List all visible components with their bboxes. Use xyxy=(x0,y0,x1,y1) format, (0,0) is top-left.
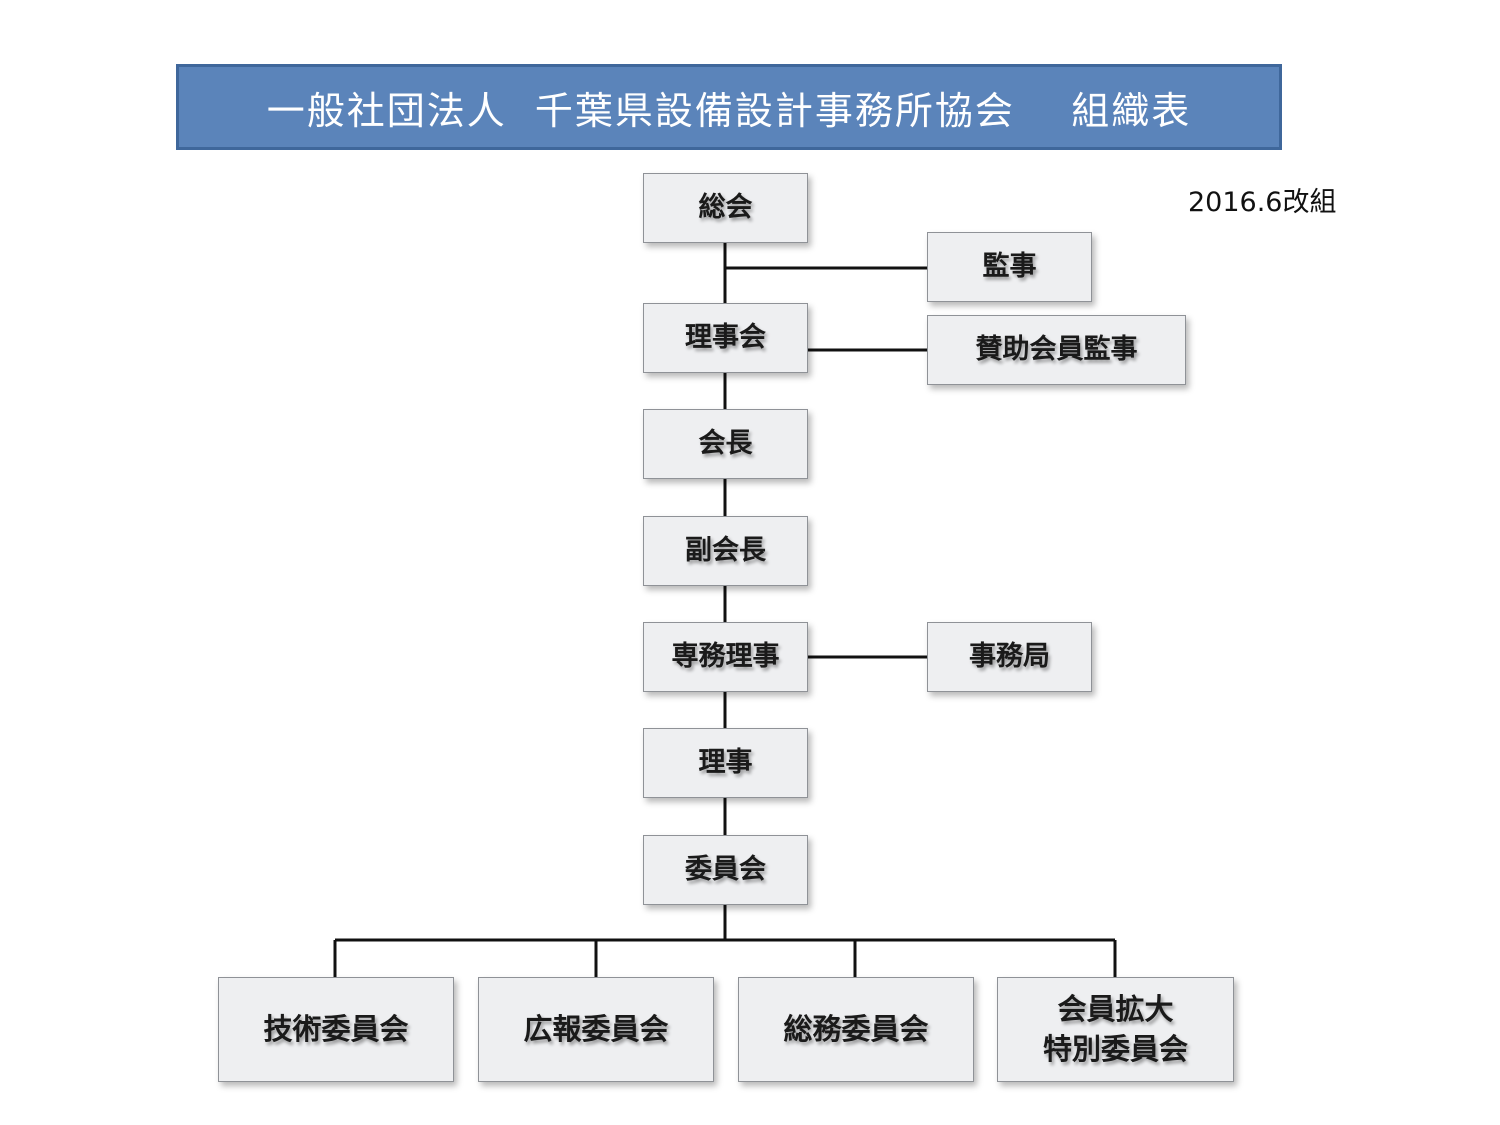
node-pr-committee: 広報委員会 xyxy=(478,977,714,1082)
node-committee: 委員会 xyxy=(643,835,808,905)
node-general-assembly: 総会 xyxy=(643,173,808,243)
node-general-affairs-committee: 総務委員会 xyxy=(738,977,974,1082)
page-title: 一般社団法人 千葉県設備設計事務所協会 組織表 xyxy=(176,64,1282,150)
node-secretariat: 事務局 xyxy=(927,622,1092,692)
node-membership-committee: 会員拡大 特別委員会 xyxy=(997,977,1234,1082)
node-president: 会長 xyxy=(643,409,808,479)
node-vice-president: 副会長 xyxy=(643,516,808,586)
node-auditor: 監事 xyxy=(927,232,1092,302)
node-supporting-member-auditor: 賛助会員監事 xyxy=(927,315,1186,385)
node-board: 理事会 xyxy=(643,303,808,373)
revision-label: 2016.6改組 xyxy=(1188,187,1337,218)
node-membership-committee-line2: 特別委員会 xyxy=(1042,1031,1188,1066)
node-technical-committee: 技術委員会 xyxy=(218,977,454,1082)
node-membership-committee-line1: 会員拡大 xyxy=(1057,992,1174,1027)
node-executive-director: 専務理事 xyxy=(643,622,808,692)
node-directors: 理事 xyxy=(643,728,808,798)
